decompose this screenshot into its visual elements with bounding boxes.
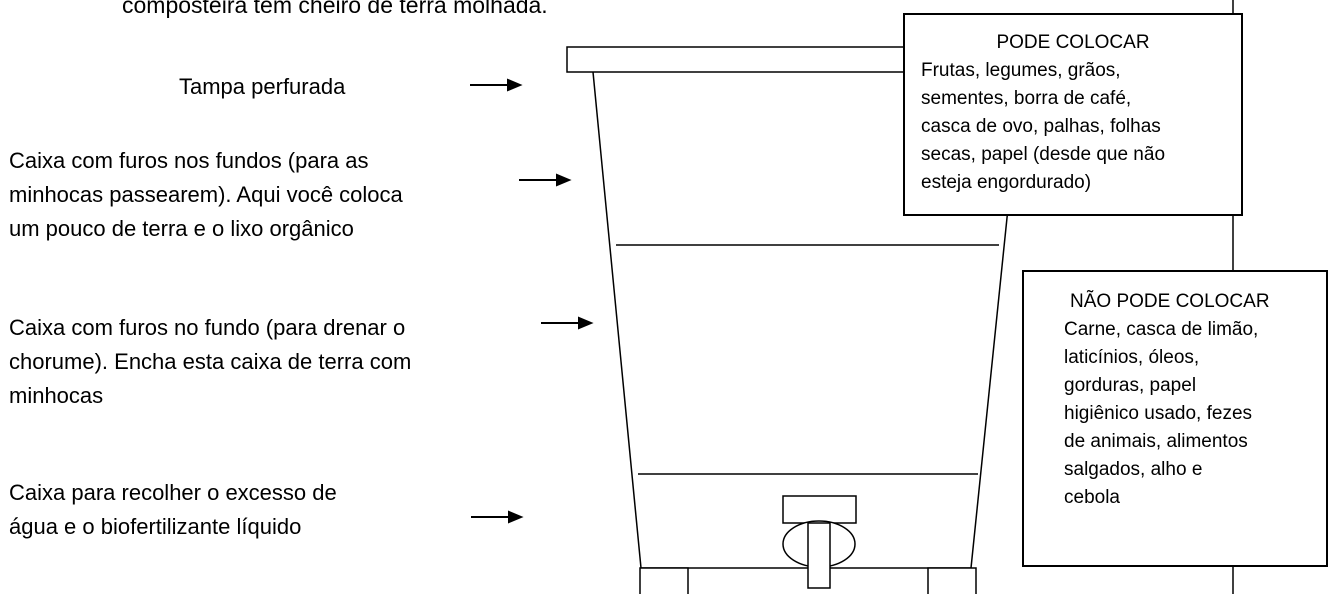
label-lid: Tampa perfurada: [179, 74, 346, 99]
tap-spout: [807, 522, 831, 589]
arrow-bottom-box: [471, 510, 524, 524]
label-bottom-box: Caixa para recolher o excesso de água e …: [9, 480, 337, 539]
foot-left: [639, 567, 689, 594]
arrow-top-box: [519, 173, 572, 187]
arrow-lid: [470, 78, 523, 92]
cannot-put-list: Carne, casca de limão, laticínios, óleos…: [1064, 319, 1259, 508]
cannot-put-title: NÃO PODE COLOCAR: [1070, 291, 1270, 312]
can-put-list: Frutas, legumes, grãos, sementes, borra …: [921, 60, 1166, 193]
can-put-box: PODE COLOCAR Frutas, legumes, grãos, sem…: [903, 13, 1243, 216]
label-middle-box: Caixa com furos no fundo (para drenar o …: [9, 315, 412, 408]
foot-right: [927, 567, 977, 594]
container-left-side: [592, 71, 642, 569]
cannot-put-box: NÃO PODE COLOCAR Carne, casca de limão, …: [1022, 270, 1328, 567]
arrow-middle-box: [541, 316, 594, 330]
can-put-title: PODE COLOCAR: [996, 32, 1150, 53]
tap-handle: [782, 495, 857, 524]
label-top-box: Caixa com furos nos fundos (para as minh…: [9, 148, 403, 241]
header-fragment: composteira tem cheiro de terra molhada.: [122, 0, 548, 18]
